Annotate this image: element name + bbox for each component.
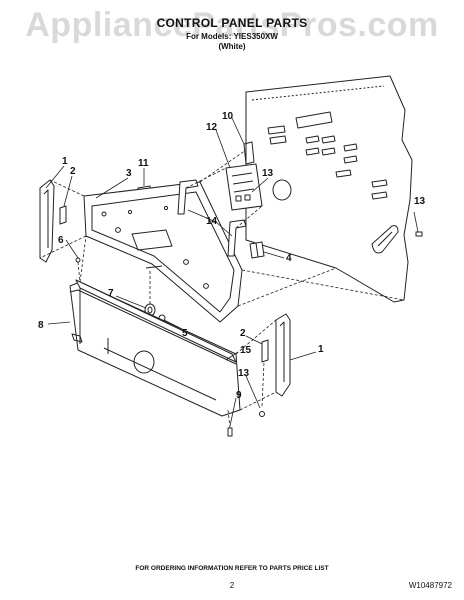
callout-3: 3 (126, 168, 132, 179)
end-cap-part-1-left (39, 179, 55, 263)
clip-part-2-right (261, 339, 269, 363)
document-number: W10487972 (408, 581, 452, 590)
bracket-part-14-right (227, 219, 247, 257)
callout-9: 9 (236, 390, 242, 401)
callout-1-left: 1 (62, 156, 68, 167)
screw-part-6 (75, 257, 81, 263)
page-number: 2 (229, 581, 235, 590)
callout-2-right: 2 (240, 328, 246, 339)
control-console-part (83, 181, 243, 323)
rear-control-panel-part (245, 75, 413, 303)
callout-13-lower: 13 (238, 368, 250, 379)
callout-1-right: 1 (318, 344, 324, 355)
callout-11: 11 (138, 158, 149, 169)
model-line: For Models: YIES350XW (186, 32, 278, 41)
ordering-note: FOR ORDERING INFORMATION REFER TO PARTS … (135, 565, 329, 572)
screw-part-13-right (415, 231, 423, 237)
clip-part-2-left (59, 205, 67, 225)
screw-part-9 (227, 427, 233, 437)
callout-13-board: 13 (262, 168, 274, 179)
component-part-4 (249, 241, 265, 259)
diagram-title: CONTROL PANEL PARTS (156, 16, 308, 30)
screw-part-13-lower (259, 411, 265, 417)
callout-13-right: 13 (414, 196, 426, 207)
callout-15: 15 (240, 345, 252, 356)
callout-2-left: 2 (70, 166, 76, 177)
callout-10: 10 (222, 111, 234, 122)
callout-8: 8 (38, 320, 44, 331)
callout-6: 6 (58, 235, 64, 246)
trim-strip-part-15 (75, 279, 237, 363)
end-cap-part-1-right (275, 313, 291, 397)
callout-12: 12 (206, 122, 218, 133)
callout-7: 7 (108, 288, 114, 299)
electronic-control-board-part (225, 141, 292, 211)
callout-14: 14 (206, 216, 218, 227)
callout-5: 5 (182, 328, 188, 339)
color-line: (White) (218, 42, 246, 51)
callout-4: 4 (286, 253, 292, 264)
watermark-text: AppliancePartsPros.com (25, 6, 439, 44)
